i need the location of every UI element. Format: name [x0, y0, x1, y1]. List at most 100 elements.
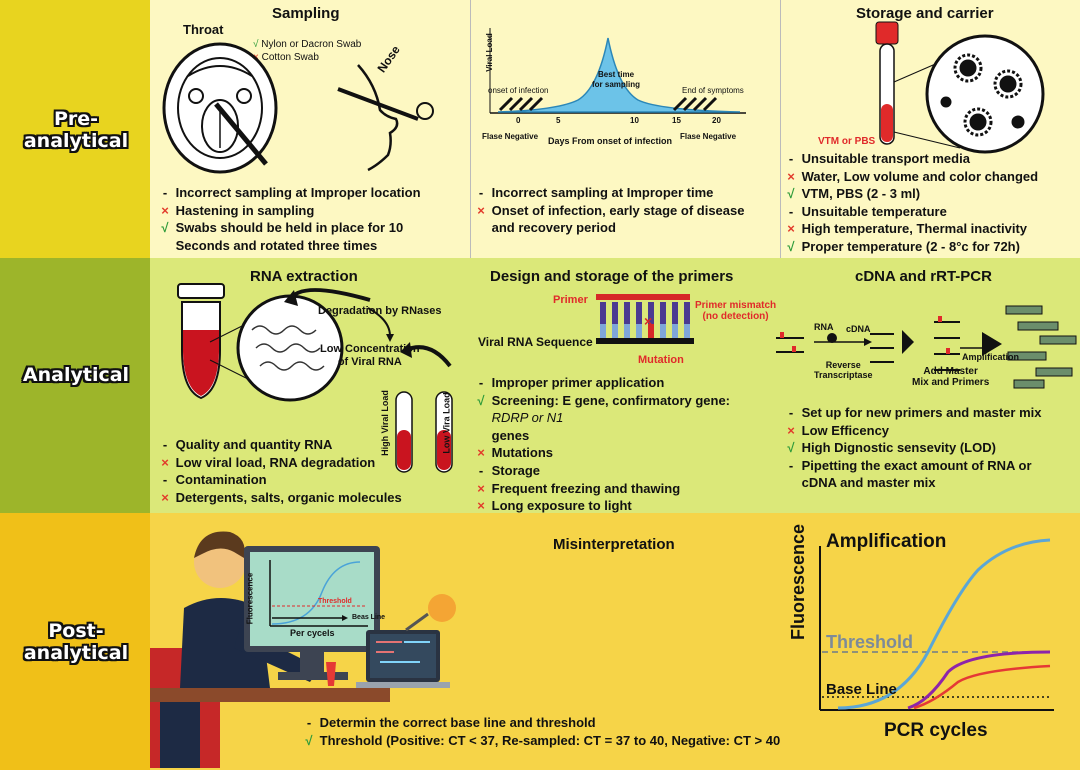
svg-text:×: × [644, 313, 652, 329]
list-item: - Improper primer application [474, 374, 730, 392]
list-item: genes [474, 427, 730, 445]
cross-icon: × [477, 202, 485, 218]
amplification-title: Amplification [826, 531, 947, 552]
list-item: - Incorrect sampling at Improper time [474, 184, 744, 202]
monitor-chart [269, 560, 368, 627]
stage-label-analytical: Analytical [22, 364, 130, 386]
check-icon: √ [787, 186, 795, 202]
low-concentration-text: Low Concentration [320, 343, 420, 355]
tick-label: 10 [630, 116, 639, 125]
check-icon: √ [253, 39, 259, 50]
list-item: √ Proper temperature (2 - 8°c for 72h) [784, 238, 1038, 256]
divider [470, 0, 471, 258]
primer-mismatch-text: Primer mismatch [695, 300, 777, 311]
bullet-text: Long exposure to light [491, 498, 632, 514]
bullet-text: Threshold (Positive: CT < 37, Re-sampled… [319, 732, 781, 748]
monitor-y-label: Fluorescence [245, 572, 255, 625]
primer-bullets: - Improper primer application √ Screenin… [474, 374, 730, 515]
dash-icon: - [306, 715, 312, 730]
low-concentration-label: Low Concentration of Viral RNA [320, 343, 420, 369]
monitor-threshold-label: Threshold [318, 598, 352, 605]
bullet-text: Proper temperature (2 - 8°c for 72h) [801, 238, 1020, 254]
bullet-text: Pipetting the exact amount of RNA or [801, 457, 1032, 473]
degradation-label: Degradation by RNases [318, 305, 442, 317]
bullet-text: cDNA and master mix [801, 475, 936, 491]
amplification-label: Amplification [962, 352, 1020, 362]
cross-icon: × [787, 168, 795, 184]
bullet-text: Incorrect sampling at Improper location [175, 185, 421, 200]
bullet-text: Screening: E gene, confirmatory gene: [491, 392, 731, 408]
post-analytical-sidebar [0, 513, 150, 770]
list-item: Seconds and rotated three times [158, 237, 421, 255]
check-icon: √ [161, 220, 169, 236]
list-item: × Frequent freezing and thawing [474, 480, 730, 498]
false-negative-left: Flase Negative [482, 132, 539, 141]
list-item: × Mutations [474, 444, 730, 462]
amplification-baseline-label: Base Line [826, 681, 897, 698]
list-item: √ High Dignostic sensevity (LOD) [784, 439, 1041, 457]
bullet-text: Unsuitable transport media [801, 151, 970, 166]
list-item: × Long exposure to light [474, 497, 730, 515]
bullet-text: VTM, PBS (2 - 3 ml) [801, 186, 921, 202]
bullet-text: Hastening in sampling [175, 202, 315, 218]
timing-bullets: - Incorrect sampling at Improper time × … [474, 184, 744, 237]
sampling-bullets: - Incorrect sampling at Improper locatio… [158, 184, 421, 255]
list-item: × Detergents, salts, organic molecules [158, 489, 402, 507]
throat-label: Throat [183, 22, 224, 37]
add-master-mix-label: Add Master Mix and Primers [912, 366, 989, 388]
bullet-text: and recovery period [491, 220, 616, 236]
tick-label: 15 [672, 116, 681, 125]
primer-mismatch-text: (no detection) [702, 311, 769, 322]
list-item: - Unsuitable temperature [784, 203, 1038, 221]
cross-icon: × [787, 221, 795, 237]
dash-icon: - [478, 462, 484, 478]
rna-bullets: - Quality and quantity RNA × Low viral l… [158, 436, 402, 506]
bullet-text: Detergents, salts, organic molecules [175, 489, 402, 505]
bullet-text: Storage [491, 462, 541, 478]
list-item: × Onset of infection, early stage of dis… [474, 202, 744, 220]
reverse-transcriptase-label: Reverse Transcriptase [814, 360, 873, 380]
best-time-text: for sampling [592, 80, 641, 89]
primers-title: Design and storage of the primers [490, 268, 734, 285]
amplification-y-label: Fluorescence [788, 523, 808, 640]
list-item: × High temperature, Thermal inactivity [784, 220, 1038, 238]
check-icon: √ [305, 732, 313, 748]
rna-extraction-illustration [177, 283, 453, 473]
list-item: × Low Efficency [784, 422, 1041, 440]
tick-label: 20 [712, 116, 721, 125]
onset-label: onset of infection [488, 86, 549, 95]
timing-curve-chart [489, 28, 746, 114]
dash-icon: - [478, 185, 484, 200]
bullet-text: genes [491, 427, 530, 443]
cross-icon: × [161, 202, 169, 218]
legend-item: Cotton Swab [261, 52, 319, 63]
bullet-text: Frequent freezing and thawing [491, 480, 681, 496]
stage-label-post: Post-analytical [23, 620, 129, 664]
timing-y-label: Viral Load [484, 33, 494, 72]
throat-illustration [162, 42, 278, 174]
misinterpretation-title: Misinterpretation [553, 536, 675, 553]
monitor-x-label: Per cycels [290, 628, 335, 638]
primer-mismatch-label: Primer mismatch (no detection) [695, 300, 776, 322]
list-item: - Determin the correct base line and thr… [302, 714, 780, 732]
bullet-text: Mutations [491, 445, 554, 461]
dash-icon: - [788, 203, 794, 219]
false-negative-right: Flase Negative [680, 132, 737, 141]
rna-extraction-title: RNA extraction [250, 268, 358, 285]
tick-label: 0 [516, 116, 521, 125]
analyst-illustration [150, 531, 456, 768]
storage-illustration [875, 21, 1045, 154]
divider [780, 0, 781, 258]
dash-icon: - [478, 375, 484, 390]
viral-sequence-label: Viral RNA Sequence [478, 335, 593, 349]
bullet-text: Quality and quantity RNA [175, 437, 333, 452]
add-master-text: Add Master [923, 366, 978, 377]
rna-label: RNA [814, 322, 834, 332]
sampling-title: Sampling [272, 5, 340, 22]
dash-icon: - [788, 151, 794, 166]
monitor-baseline-label: Beas Line [352, 614, 386, 621]
cross-icon: × [787, 422, 795, 438]
tick-label: 5 [556, 116, 561, 125]
bullet-text: Low viral load, RNA degradation [175, 454, 376, 470]
cross-icon: × [161, 454, 169, 470]
